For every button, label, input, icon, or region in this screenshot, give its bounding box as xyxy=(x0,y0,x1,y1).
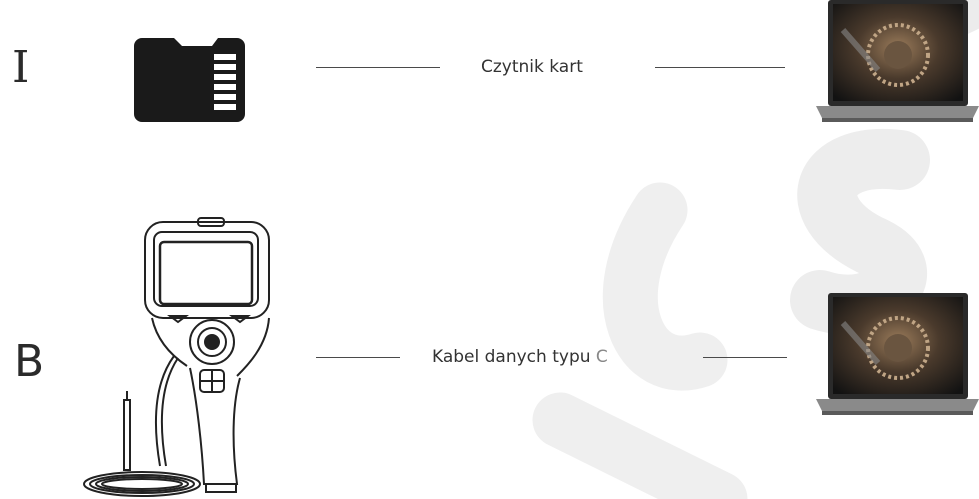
usb-c-cable-label-tail: C xyxy=(595,347,608,367)
card-reader-label: Czytnik kart xyxy=(481,57,583,77)
connector-line-left-2 xyxy=(316,357,400,358)
usb-c-cable-label-main: Kabel danych typu xyxy=(432,347,596,367)
laptop-icon xyxy=(816,0,979,122)
usb-c-cable-label: Kabel danych typu C xyxy=(432,347,608,367)
laptop-icon-2 xyxy=(816,293,979,415)
microsd-card-icon xyxy=(134,38,245,122)
row-marker-letter-b: B xyxy=(14,336,45,387)
row-marker-roman-i: I xyxy=(12,42,30,93)
connector-line-right xyxy=(655,67,785,68)
connector-line-left xyxy=(316,67,440,68)
connector-line-right-2 xyxy=(703,357,787,358)
borescope-device-icon xyxy=(83,217,270,497)
